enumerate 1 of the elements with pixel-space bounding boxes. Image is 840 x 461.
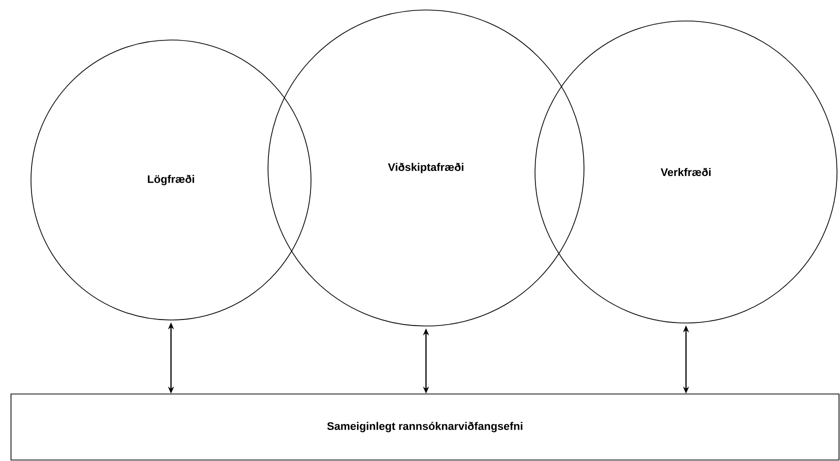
rectangle-box: Sameiginlegt rannsóknarviðfangsefni [10,394,840,460]
